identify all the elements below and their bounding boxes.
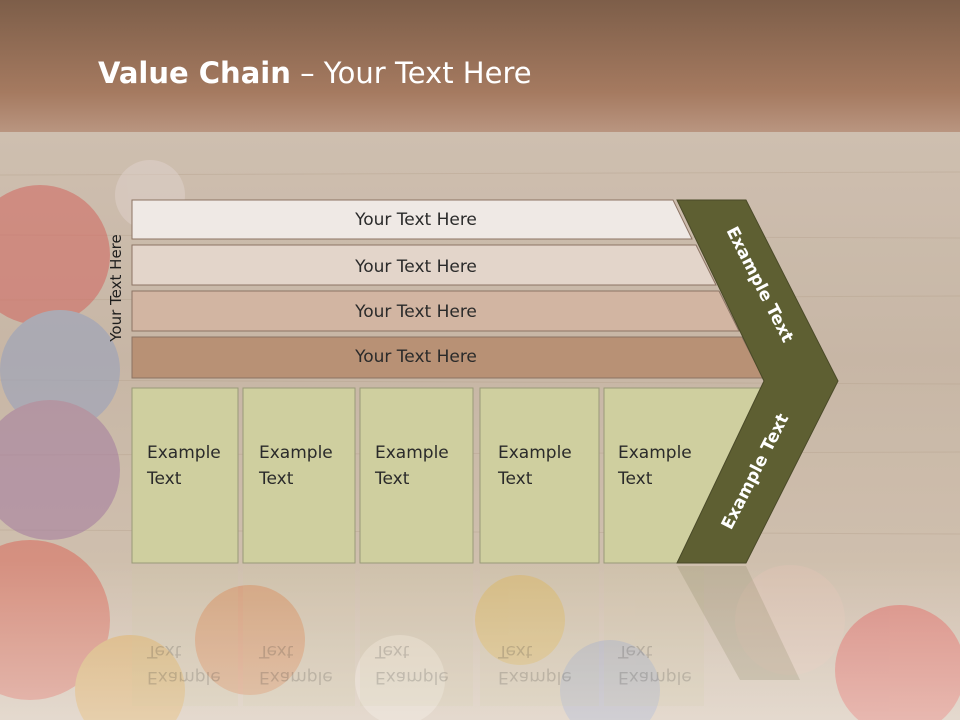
row-label-3: Your Text Here (354, 302, 477, 322)
column-text-1: Example Text (147, 440, 237, 492)
row-label-4: Your Text Here (354, 347, 477, 367)
column-text-3-line2: Text (375, 469, 410, 489)
column-text-5-line2: Text (618, 469, 653, 489)
reflection-1 (132, 566, 238, 706)
column-text-3-line1: Example (375, 443, 449, 463)
column-text-2: Example Text (259, 440, 349, 492)
row-shape-3[interactable] (131, 290, 740, 332)
column-text-3: Example Text (375, 440, 465, 492)
column-shape-2[interactable] (242, 387, 356, 564)
reflection-text: Example (375, 667, 449, 687)
row-label-1: Your Text Here (354, 210, 477, 230)
reflection-text: Text (498, 641, 533, 661)
column-shape-1[interactable] (131, 387, 239, 564)
column-text-1-line1: Example (147, 443, 221, 463)
column-text-2-reflection: Example Text (259, 590, 333, 690)
reflection-3 (360, 566, 473, 706)
reflection-text: Text (259, 641, 294, 661)
column-text-5-reflection: Example Text (618, 590, 692, 690)
slide-title: Value Chain – Your Text Here (98, 56, 532, 90)
column-text-4-line1: Example (498, 443, 572, 463)
reflection-text: Example (259, 667, 333, 687)
reflection-text: Example (618, 667, 692, 687)
column-text-4-line2: Text (498, 469, 533, 489)
column-shape-3[interactable] (359, 387, 474, 564)
reflection-2 (243, 566, 355, 706)
margin-chevron[interactable] (676, 199, 839, 564)
reflection-text: Example (498, 667, 572, 687)
column-text-4: Example Text (498, 440, 588, 492)
column-shape-4[interactable] (479, 387, 600, 564)
reflection-4 (480, 566, 599, 706)
reflection-text: Example (147, 667, 221, 687)
column-text-2-line2: Text (259, 469, 294, 489)
column-text-2-line1: Example (259, 443, 333, 463)
reflection-5 (604, 566, 704, 706)
chevron-reflection (677, 566, 800, 680)
column-text-3-reflection: Example Text (375, 590, 449, 690)
row-shape-1[interactable] (131, 199, 693, 240)
row-label-2: Your Text Here (354, 257, 477, 277)
column-text-4-reflection: Example Text (498, 590, 572, 690)
column-text-1-reflection: Example Text (147, 590, 221, 690)
column-text-5-line1: Example (618, 443, 692, 463)
reflection-text: Text (375, 641, 410, 661)
reflection-text: Text (147, 641, 182, 661)
column-text-1-line2: Text (147, 469, 182, 489)
column-text-5: Example Text (618, 440, 708, 492)
reflection-text: Text (618, 641, 653, 661)
row-shape-2[interactable] (131, 244, 717, 286)
